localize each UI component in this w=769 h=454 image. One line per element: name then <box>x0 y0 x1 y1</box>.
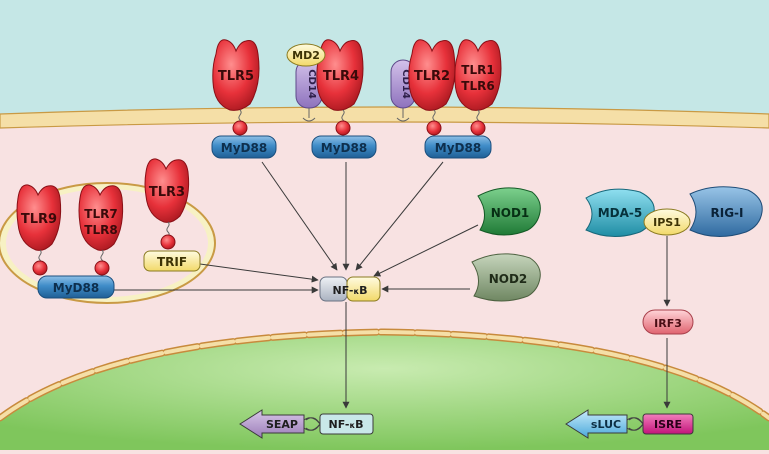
mda5-label: MDA-5 <box>598 206 643 220</box>
tlr5-label: TLR5 <box>218 69 254 84</box>
nod1-protein: NOD1 <box>477 187 541 236</box>
tlr6-label: TLR6 <box>461 79 494 93</box>
nfkb-element-label-suffix: B <box>355 418 363 431</box>
irf3-factor: IRF3 <box>642 309 694 335</box>
tlr5-receptor: TLR5 <box>212 39 260 136</box>
isre-reporter-construct: sLUC ISRE <box>565 409 694 439</box>
seap-gene-arrow <box>239 409 305 439</box>
cd14-left-label: CD14 <box>306 69 317 99</box>
tlr4-label: TLR4 <box>323 69 359 84</box>
tlr9-receptor: TLR9 <box>16 184 62 276</box>
isre-element <box>642 413 694 435</box>
myd88-tlr4-label: MyD88 <box>321 141 367 155</box>
nod2-label: NOD2 <box>489 272 528 286</box>
myd88-tlr2: MyD88 <box>424 135 492 159</box>
tlr7-label: TLR7 <box>84 207 117 221</box>
ips1-label: IPS1 <box>653 216 681 229</box>
myd88-tlr4: MyD88 <box>311 135 377 159</box>
nfkb-element-label: NF-κB <box>328 418 363 431</box>
extracellular-space <box>0 0 769 122</box>
plasma-membrane <box>0 106 769 129</box>
tlr9-label: TLR9 <box>21 212 57 227</box>
seap-label: SEAP <box>266 418 298 431</box>
arrow-nod1-to-nfkb <box>373 224 479 277</box>
signaling-arrows <box>114 161 671 409</box>
myd88-tlr2-label: MyD88 <box>435 141 481 155</box>
cd14-right-label: CD14 <box>400 69 411 99</box>
md2-protein: MD2 <box>286 43 326 67</box>
myd88-tlr5-label: MyD88 <box>221 141 267 155</box>
tlr2-receptor: TLR2 <box>408 39 456 136</box>
md2-label: MD2 <box>292 49 320 62</box>
nod2-protein: NOD2 <box>471 253 541 302</box>
nfkb-label-kappa: κ <box>353 287 359 296</box>
tlr1-tlr6-receptor: TLR1 TLR6 <box>454 39 502 136</box>
myd88-endosome: MyD88 <box>37 275 115 299</box>
arrow-trif-to-nfkb <box>199 263 319 283</box>
sluc-gene-arrow <box>565 409 628 439</box>
nfkb-label-prefix: NF- <box>332 284 353 297</box>
tlr7-tlr8-receptor: TLR7 TLR8 <box>78 184 124 276</box>
nod1-label: NOD1 <box>491 206 530 220</box>
tlr4-receptor: TLR4 <box>316 39 364 136</box>
rig1-protein: RIG-I <box>689 186 763 237</box>
isre-label: ISRE <box>654 418 682 431</box>
nfkb-response-element <box>319 413 374 435</box>
ips1-adaptor: IPS1 <box>643 208 691 236</box>
tlr8-label: TLR8 <box>84 223 117 237</box>
nuclear-envelope-inner <box>0 329 769 420</box>
tlr2-label: TLR2 <box>414 69 450 84</box>
trif-adaptor: TRIF <box>143 250 201 272</box>
mda5-protein: MDA-5 <box>585 188 655 237</box>
tlr3-label: TLR3 <box>149 185 185 200</box>
nfkb-reporter-construct: SEAP NF-κB <box>239 409 374 439</box>
arrow-tlr5-to-nfkb <box>261 161 338 271</box>
nfkb-element-label-prefix: NF- <box>328 418 349 431</box>
irf3-label: IRF3 <box>654 317 682 330</box>
myd88-endosome-label: MyD88 <box>53 281 99 295</box>
tlr1-label: TLR1 <box>461 63 494 77</box>
arrow-tlr2-to-nfkb <box>355 161 444 271</box>
rig1-label: RIG-I <box>711 206 744 220</box>
sluc-label: sLUC <box>591 418 621 431</box>
tlr3-receptor: TLR3 <box>144 158 190 250</box>
nfkb-label: NF-κB <box>332 284 367 297</box>
nfkb-element-label-kappa: κ <box>349 421 355 430</box>
myd88-tlr5: MyD88 <box>211 135 277 159</box>
trif-label: TRIF <box>157 255 187 269</box>
nfkb-complex: NF-κB <box>319 276 381 302</box>
nfkb-label-suffix: B <box>359 284 367 297</box>
